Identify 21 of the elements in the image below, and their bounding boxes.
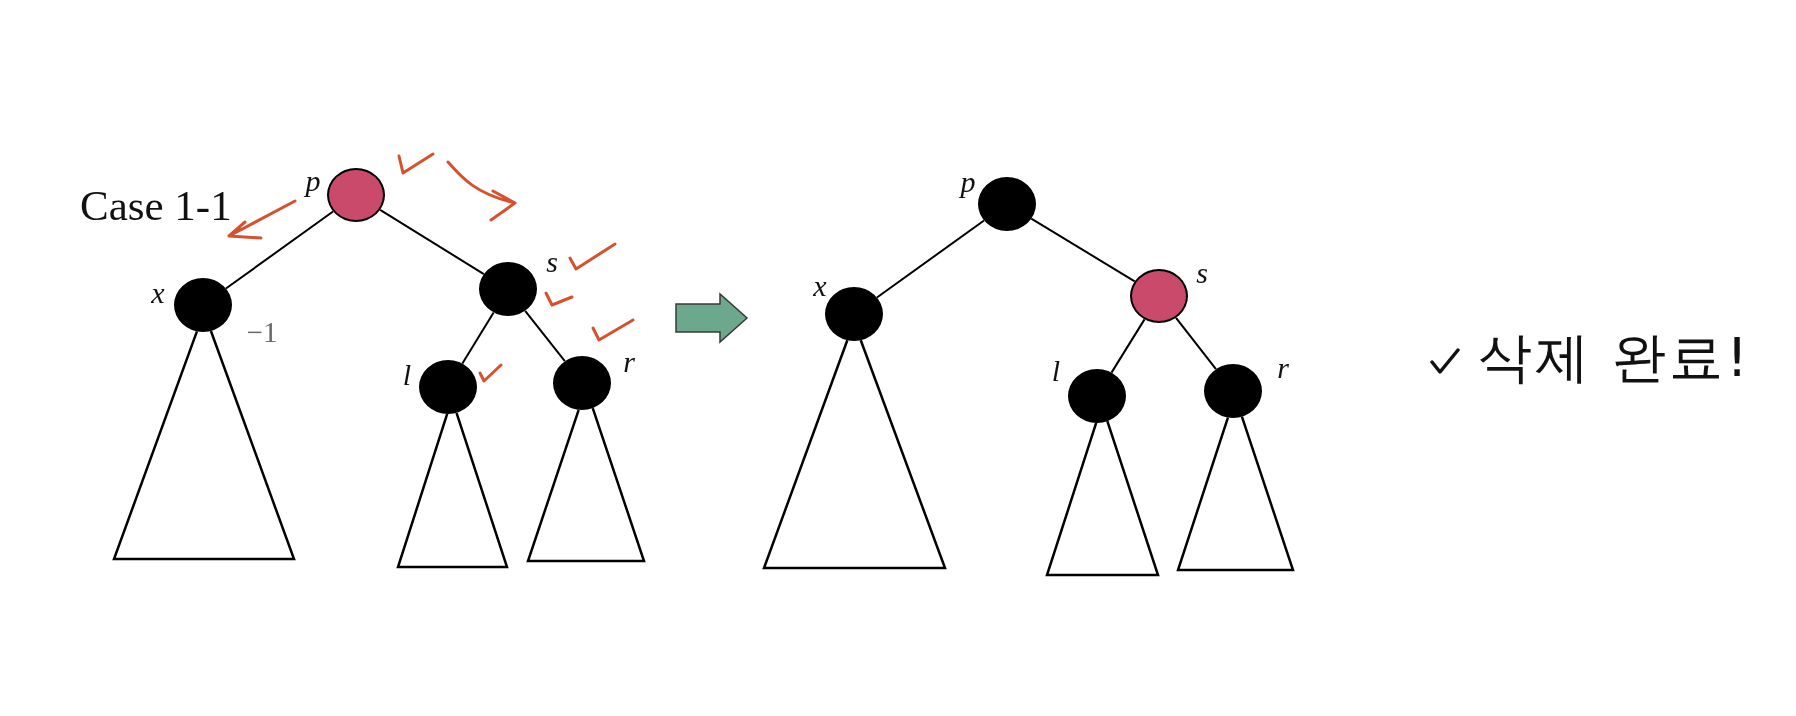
tree-edge	[875, 219, 986, 299]
completion-message: 삭제 완료!	[1478, 331, 1751, 385]
node-note: −1	[246, 317, 278, 347]
tree-edge	[1030, 217, 1136, 283]
tree-edge	[461, 311, 495, 365]
node-label: x	[813, 271, 827, 301]
node-label: p	[960, 167, 976, 197]
tree-edge	[524, 309, 566, 363]
node-label: p	[305, 166, 321, 196]
case-label: Case 1-1	[80, 184, 232, 227]
node-label: l	[402, 360, 412, 390]
node-label: r	[1277, 353, 1289, 383]
node-label: r	[623, 347, 635, 377]
tree-edge	[224, 210, 335, 290]
tree-edge	[1175, 316, 1217, 371]
node-label: x	[151, 278, 165, 308]
node-label: s	[1196, 258, 1208, 288]
node-label: l	[1051, 356, 1061, 386]
tree-edge	[379, 208, 485, 276]
node-label: s	[546, 247, 558, 277]
tree-edge	[1110, 318, 1146, 374]
